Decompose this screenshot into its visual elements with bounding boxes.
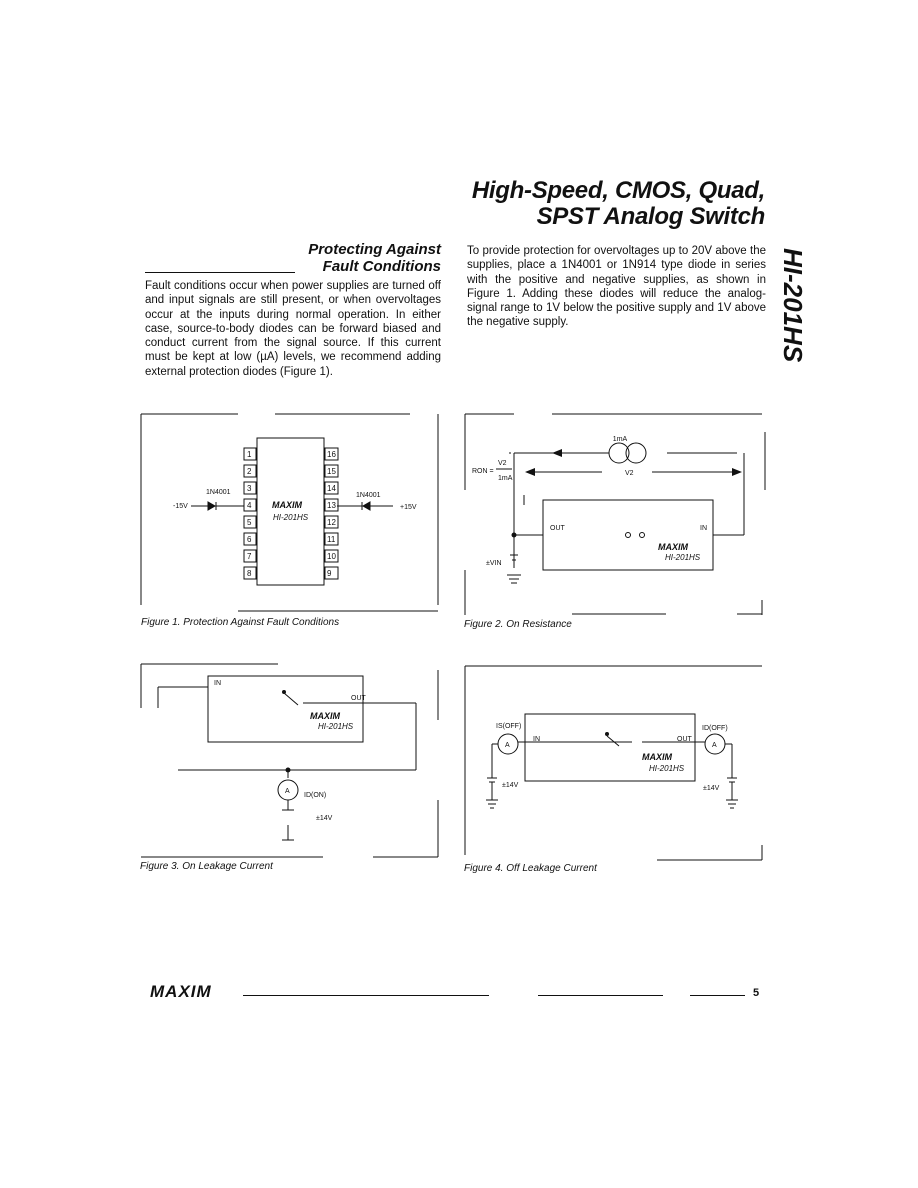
pin-box-left [243, 498, 257, 512]
footer-maxim-logo: MAXIM [150, 982, 212, 1001]
paragraph-fault-conditions: Fault conditions occur when power suppli… [145, 280, 441, 378]
in-label: IN [700, 525, 707, 532]
in-label: IN [214, 680, 221, 687]
footer-rule-3 [690, 995, 745, 996]
pin-box-right [324, 447, 339, 461]
junction-dot [285, 767, 291, 773]
pin-number-left: 7 [247, 552, 252, 561]
pin-box-right [324, 464, 339, 478]
page-title-line2: SPST Analog Switch [536, 203, 766, 230]
figure-1-caption: Figure 1. Protection Against Fault Condi… [141, 617, 340, 628]
pin-number-right: 9 [327, 569, 332, 578]
arrow-right [732, 468, 742, 476]
switch-contact [282, 690, 286, 694]
pin-box-left [243, 566, 257, 580]
out-label: OUT [351, 695, 367, 702]
pin-box-right [324, 515, 339, 529]
pin-box-left [243, 447, 257, 461]
pin-number-right: 10 [327, 552, 336, 561]
pin-number-right: 12 [327, 518, 336, 527]
diode-left-label: 1N4001 [206, 489, 231, 496]
current-left-label: IS(OFF) [496, 723, 521, 730]
diode-left-symbol [207, 501, 217, 511]
part-label: HI-201HS [649, 764, 685, 773]
maxim-logo: MAXIM [642, 752, 673, 762]
part-label: HI-201HS [318, 722, 354, 731]
vin-label: ±VIN [486, 560, 502, 567]
figure-2-schematic: 1mA V2 RON = V2 1mA OUT IN ±VIN MAXIM HI… [464, 413, 766, 615]
part-label: HI-201HS [665, 553, 701, 562]
figure-2-caption: Figure 2. On Resistance [464, 619, 572, 630]
pin-number-left: 4 [247, 501, 252, 510]
formula-denominator: 1mA [498, 475, 513, 482]
diode-right-symbol [361, 501, 371, 511]
supply-label: ±14V [316, 815, 333, 822]
pin-number-left: 6 [247, 535, 252, 544]
section-heading-line1: Protecting Against [308, 241, 441, 258]
in-label: IN [533, 736, 540, 743]
pin-number-left: 1 [247, 450, 252, 459]
pin-box-right [324, 532, 339, 546]
section-rule [145, 272, 295, 273]
switch-contact-left [625, 532, 631, 538]
pin-box-right [324, 498, 339, 512]
side-part-number: HI-201HS [778, 248, 808, 363]
pin-number-left: 2 [247, 467, 252, 476]
figure-4-caption: Figure 4. Off Leakage Current [464, 863, 597, 874]
pin-box-left [243, 481, 257, 495]
footer-rule-2 [538, 995, 663, 996]
pin-number-right: 14 [327, 484, 336, 493]
figure-4-schematic: IN OUT MAXIM HI-201HS A A IS(OFF) ID(OFF… [464, 665, 763, 861]
arrow-left [525, 468, 535, 476]
pin-box-left [243, 515, 257, 529]
pin-box-right [324, 481, 339, 495]
current-source-right-ring [625, 442, 647, 464]
pin-number-left: 5 [247, 518, 252, 527]
pin-box-right [324, 566, 339, 580]
pin-box-left [243, 549, 257, 563]
pin-number-right: 11 [327, 535, 336, 544]
footer-rule-1 [243, 995, 489, 996]
switch-contact [605, 732, 609, 736]
pin-number-right: 16 [327, 450, 336, 459]
junction-dot [511, 532, 517, 538]
page-title-line1: High-Speed, CMOS, Quad, [471, 177, 765, 204]
out-label: OUT [550, 525, 566, 532]
pin-number-right: 13 [327, 501, 336, 510]
out-label: OUT [677, 736, 693, 743]
formula-lhs: RON = [472, 468, 494, 475]
page-number: 5 [753, 987, 760, 999]
section-heading-line2: Fault Conditions [322, 258, 441, 275]
pin-box-right [324, 549, 339, 563]
pin-number-right: 15 [327, 467, 336, 476]
paragraph-protection: To provide protection for overvoltages u… [467, 245, 766, 329]
v2-label: V2 [625, 470, 634, 477]
figure-3-schematic: IN OUT MAXIM HI-201HS A ID(ON) ±14V [140, 663, 439, 858]
diode-right-label: 1N4001 [356, 492, 381, 499]
maxim-logo: MAXIM [272, 500, 303, 510]
maxim-logo: MAXIM [310, 711, 341, 721]
arrow-current [552, 449, 562, 457]
pin-number-left: 8 [247, 569, 252, 578]
supply-right-label: +15V [400, 504, 417, 511]
figure-3-caption: Figure 3. On Leakage Current [140, 861, 273, 872]
pin-number-left: 3 [247, 484, 252, 493]
current-source-label: 1mA [613, 436, 628, 443]
formula-numerator: V2 [498, 460, 507, 467]
ammeter-label: A [285, 788, 290, 795]
maxim-logo: MAXIM [658, 542, 689, 552]
part-label: HI-201HS [273, 513, 309, 522]
ammeter-left-label: A [505, 742, 510, 749]
pin-box-left [243, 464, 257, 478]
ammeter-right-label: A [712, 742, 717, 749]
supply-right-label: ±14V [703, 785, 720, 792]
current-right-label: ID(OFF) [702, 725, 728, 732]
supply-left-label: -15V [173, 503, 188, 510]
supply-left-label: ±14V [502, 782, 519, 789]
switch-contact-right [639, 532, 645, 538]
current-label: ID(ON) [304, 792, 326, 799]
pin-box-left [243, 532, 257, 546]
